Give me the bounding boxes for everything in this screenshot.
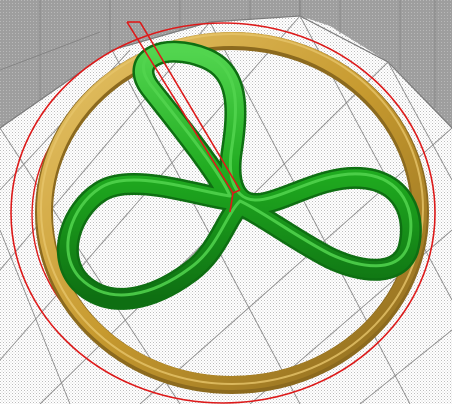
wall-grid xyxy=(0,0,436,108)
gold-ring-highlight xyxy=(40,33,424,385)
back-wall xyxy=(0,0,300,128)
green-trefoil-highlight xyxy=(66,46,413,297)
red-axis xyxy=(126,21,241,213)
green-trefoil xyxy=(59,43,420,308)
outer-red-circle xyxy=(10,22,436,404)
right-wall xyxy=(300,0,452,128)
